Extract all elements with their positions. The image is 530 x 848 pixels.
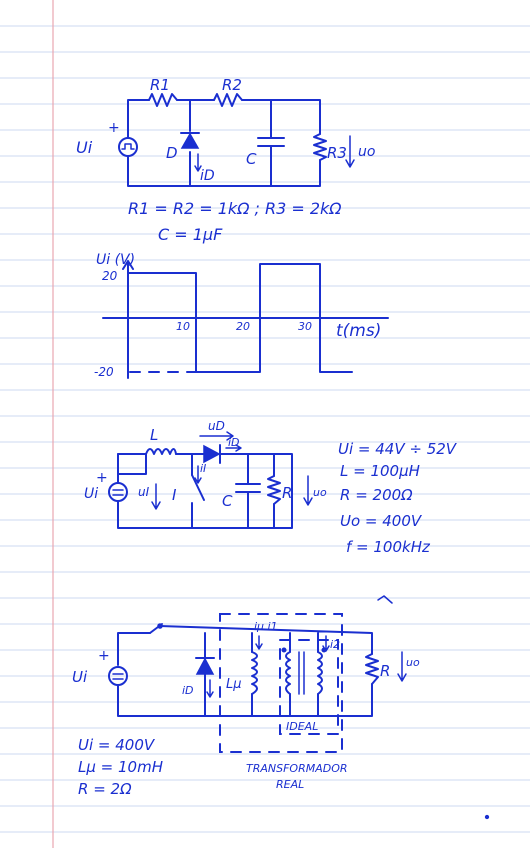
waveform-plot: Ui (V) 20 -20 10 20 30 t(ms) <box>94 252 389 379</box>
wf-y-tick-top: 20 <box>102 269 118 283</box>
c2-source-label: Ui <box>84 486 98 502</box>
stray-dot <box>484 814 490 820</box>
c2-switch-voltage-label: uI <box>138 485 150 499</box>
c2-source-symbol <box>108 482 128 502</box>
c2-diode-symbol <box>203 444 221 464</box>
wf-square-wave <box>127 263 353 373</box>
c1-diode-symbol <box>180 132 200 149</box>
c3-transformer-label-line2: REAL <box>276 778 304 791</box>
c1-params-line1: R1 = R2 = 1kΩ ; R3 = 2kΩ <box>128 199 342 218</box>
c3-param-lmu: Lµ = 10mH <box>78 758 163 776</box>
c1-r3-label: R3 <box>327 144 347 162</box>
c2-diode-current-label: iD <box>228 436 240 449</box>
c3-source-symbol <box>108 666 128 686</box>
c2-switch-blade <box>191 474 205 501</box>
wf-x-axis-label: t(ms) <box>336 321 381 341</box>
c1-output-arrow <box>345 135 355 168</box>
c1-params-line2: C = 1µF <box>158 225 223 244</box>
c3-secondary-winding <box>317 651 323 695</box>
ruled-lines <box>0 25 530 833</box>
c3-param-r: R = 2Ω <box>78 780 132 798</box>
wf-y-axis-arrow <box>122 260 134 270</box>
c3-source-label: Ui <box>72 668 88 686</box>
c3-output-label: uo <box>406 656 420 669</box>
c1-r1-label: R1 <box>150 76 170 94</box>
c3-i2-arrow <box>322 635 330 652</box>
stray-pen-mark <box>377 595 393 604</box>
c2-source-polarity: + <box>96 470 108 486</box>
c1-r1-resistor <box>148 93 178 107</box>
c3-imu-arrow <box>255 635 263 650</box>
wf-x-tick-10: 10 <box>176 320 190 333</box>
c1-source-symbol <box>118 137 138 157</box>
c1-wires <box>127 99 321 187</box>
c2-output-arrow <box>303 475 313 506</box>
c1-square-wave-icon <box>121 143 135 150</box>
c1-diode-current: iD <box>200 168 215 184</box>
c3-primary-dot <box>281 647 287 653</box>
c1-r3-resistor <box>313 133 327 161</box>
c2-param-ui: Ui = 44V ÷ 52V <box>338 440 458 458</box>
c2-cap-label: C <box>222 492 233 510</box>
c2-param-l: L = 100µH <box>340 462 420 480</box>
circuit-1: + Ui R1 R2 D iD C R3 uo R1 = R2 = 1kΩ ; … <box>76 76 375 244</box>
c3-transformer-label-line1: TRANSFORMADOR <box>246 762 348 775</box>
c2-inductor-label: L <box>150 426 158 444</box>
circuit-2: + Ui L uD iD iI I uI C R uo Ui = 44V ÷ 5… <box>84 419 458 556</box>
c3-switch-blade <box>149 623 163 634</box>
c1-id-arrow <box>194 153 202 172</box>
wf-y-axis-label: Ui (V) <box>96 252 135 268</box>
c2-ii-arrow <box>194 465 202 484</box>
c3-source-polarity: + <box>98 648 110 664</box>
c2-param-f: f = 100kHz <box>346 538 431 556</box>
circuit-3: + Ui iD Lµ iµ i1 i2 IDEAL TRANSFORMADOR … <box>72 595 490 820</box>
c1-r2-label: R2 <box>222 76 242 94</box>
c2-load-label: R <box>282 484 292 502</box>
c3-param-ui: Ui = 400V <box>78 736 156 754</box>
c1-r2-resistor <box>213 93 243 107</box>
c2-inductor <box>145 448 177 455</box>
c3-output-arrow <box>397 651 407 682</box>
c3-real-transformer-box <box>219 613 343 753</box>
c3-magnetizing-inductor <box>251 651 258 695</box>
c1-source-polarity: + <box>108 120 120 136</box>
c3-i2-label: i2 <box>330 638 340 651</box>
c3-diode-symbol <box>195 657 215 675</box>
c2-load-resistor <box>267 475 281 505</box>
c2-param-r: R = 200Ω <box>340 486 413 504</box>
c2-switch-current-label: iI <box>200 462 206 475</box>
c1-output-label: uo <box>358 144 375 160</box>
c3-wires <box>117 625 373 717</box>
wf-x-tick-20: 20 <box>236 320 250 333</box>
c2-output-label: uo <box>313 486 327 499</box>
c2-ui-arrow <box>151 483 161 510</box>
c3-diode-current-label: iD <box>182 684 194 697</box>
c1-source-label: Ui <box>76 138 93 157</box>
c2-ud-arrow <box>199 431 234 441</box>
c3-current-labels: iµ i1 <box>254 620 278 633</box>
c2-diode-voltage-label: uD <box>208 419 225 433</box>
c2-id-arrow <box>225 444 242 452</box>
c2-switch-label: I <box>172 486 177 504</box>
c3-load-label: R <box>380 662 390 680</box>
wf-x-tick-30: 30 <box>298 320 312 333</box>
c3-ideal-label: IDEAL <box>286 720 318 733</box>
c3-id-arrow <box>206 679 214 698</box>
c3-primary-winding <box>285 651 291 695</box>
c3-load-resistor <box>365 653 379 685</box>
c3-lmu-label: Lµ <box>226 677 242 692</box>
c1-cap-label: C <box>246 150 257 168</box>
c1-diode-label: D <box>166 144 178 162</box>
c3-ideal-box <box>279 639 339 735</box>
wf-y-tick-bottom: -20 <box>94 365 114 379</box>
c2-param-uo: Uo = 400V <box>340 512 423 530</box>
